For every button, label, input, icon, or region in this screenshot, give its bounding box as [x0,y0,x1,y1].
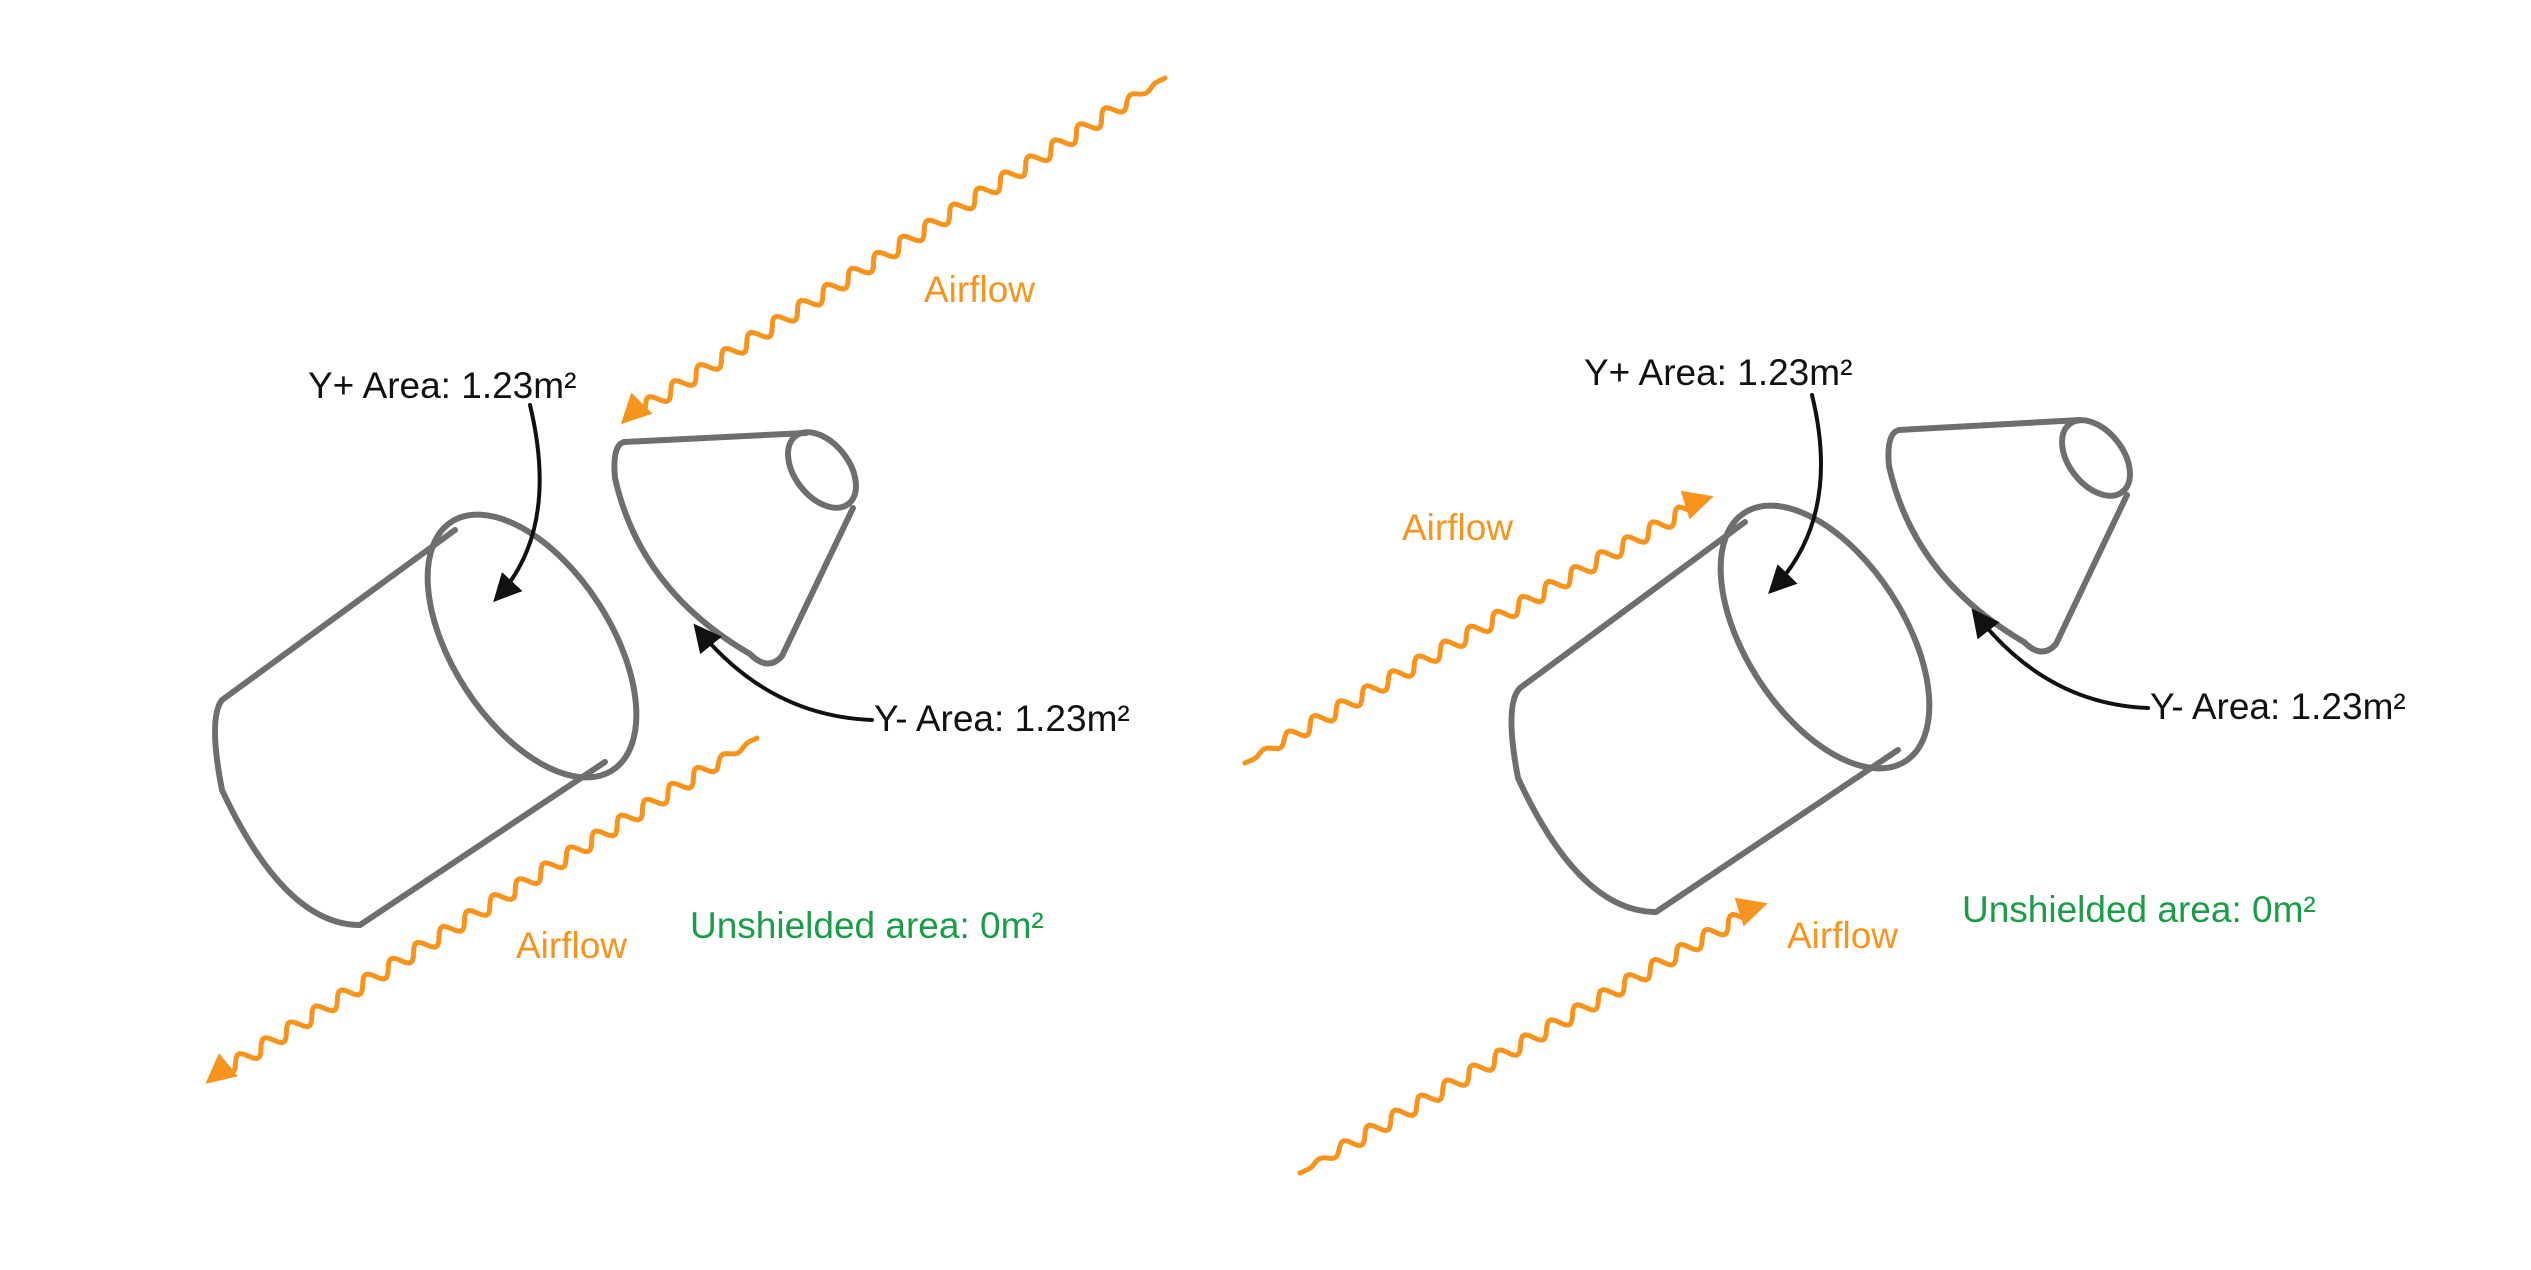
cylinder-left-face [424,511,640,781]
cone-left-tip [785,429,859,511]
airflow-wave-right-bottom [1297,897,1768,1176]
label-airflow-right-top: Airflow [1402,507,1513,548]
label-y-plus-right: Y+ Area: 1.23m² [1584,352,1852,393]
panel-right: Y+ Area: 1.23m² Y- Area: 1.23m² Airflow … [1242,352,2406,1176]
label-unshielded-right: Unshielded area: 0m² [1962,889,2316,930]
leader-y-minus-left [693,623,874,722]
leader-y-plus-left [493,403,542,603]
cone-left-body [611,430,856,667]
label-y-minus-left: Y- Area: 1.23m² [874,698,1130,739]
cone-right-tip [2059,417,2133,499]
cylinder-left [212,511,640,928]
cylinder-left-body [212,527,608,928]
cone-right-body [1885,417,2130,655]
airflow-wave-left-bottom [205,735,760,1084]
leader-y-minus-right [1971,608,2150,710]
label-y-minus-right: Y- Area: 1.23m² [2150,686,2406,727]
label-unshielded-left: Unshielded area: 0m² [690,905,1044,946]
label-airflow-left-top: Airflow [924,269,1035,310]
cone-left [611,429,859,667]
airflow-wave-right-top [1242,490,1714,766]
label-airflow-left-bottom: Airflow [516,925,627,966]
leader-y-plus-right [1768,393,1823,595]
airflow-wave-left-top [620,75,1168,425]
cylinder-right [1508,502,1933,915]
label-airflow-right-bottom: Airflow [1787,915,1898,956]
label-y-plus-left: Y+ Area: 1.23m² [308,365,576,406]
panel-left: Y+ Area: 1.23m² Y- Area: 1.23m² Airflow … [205,75,1168,1084]
cylinder-right-body [1508,519,1901,915]
cylinder-right-face [1717,502,1933,772]
cone-right [1885,417,2133,655]
